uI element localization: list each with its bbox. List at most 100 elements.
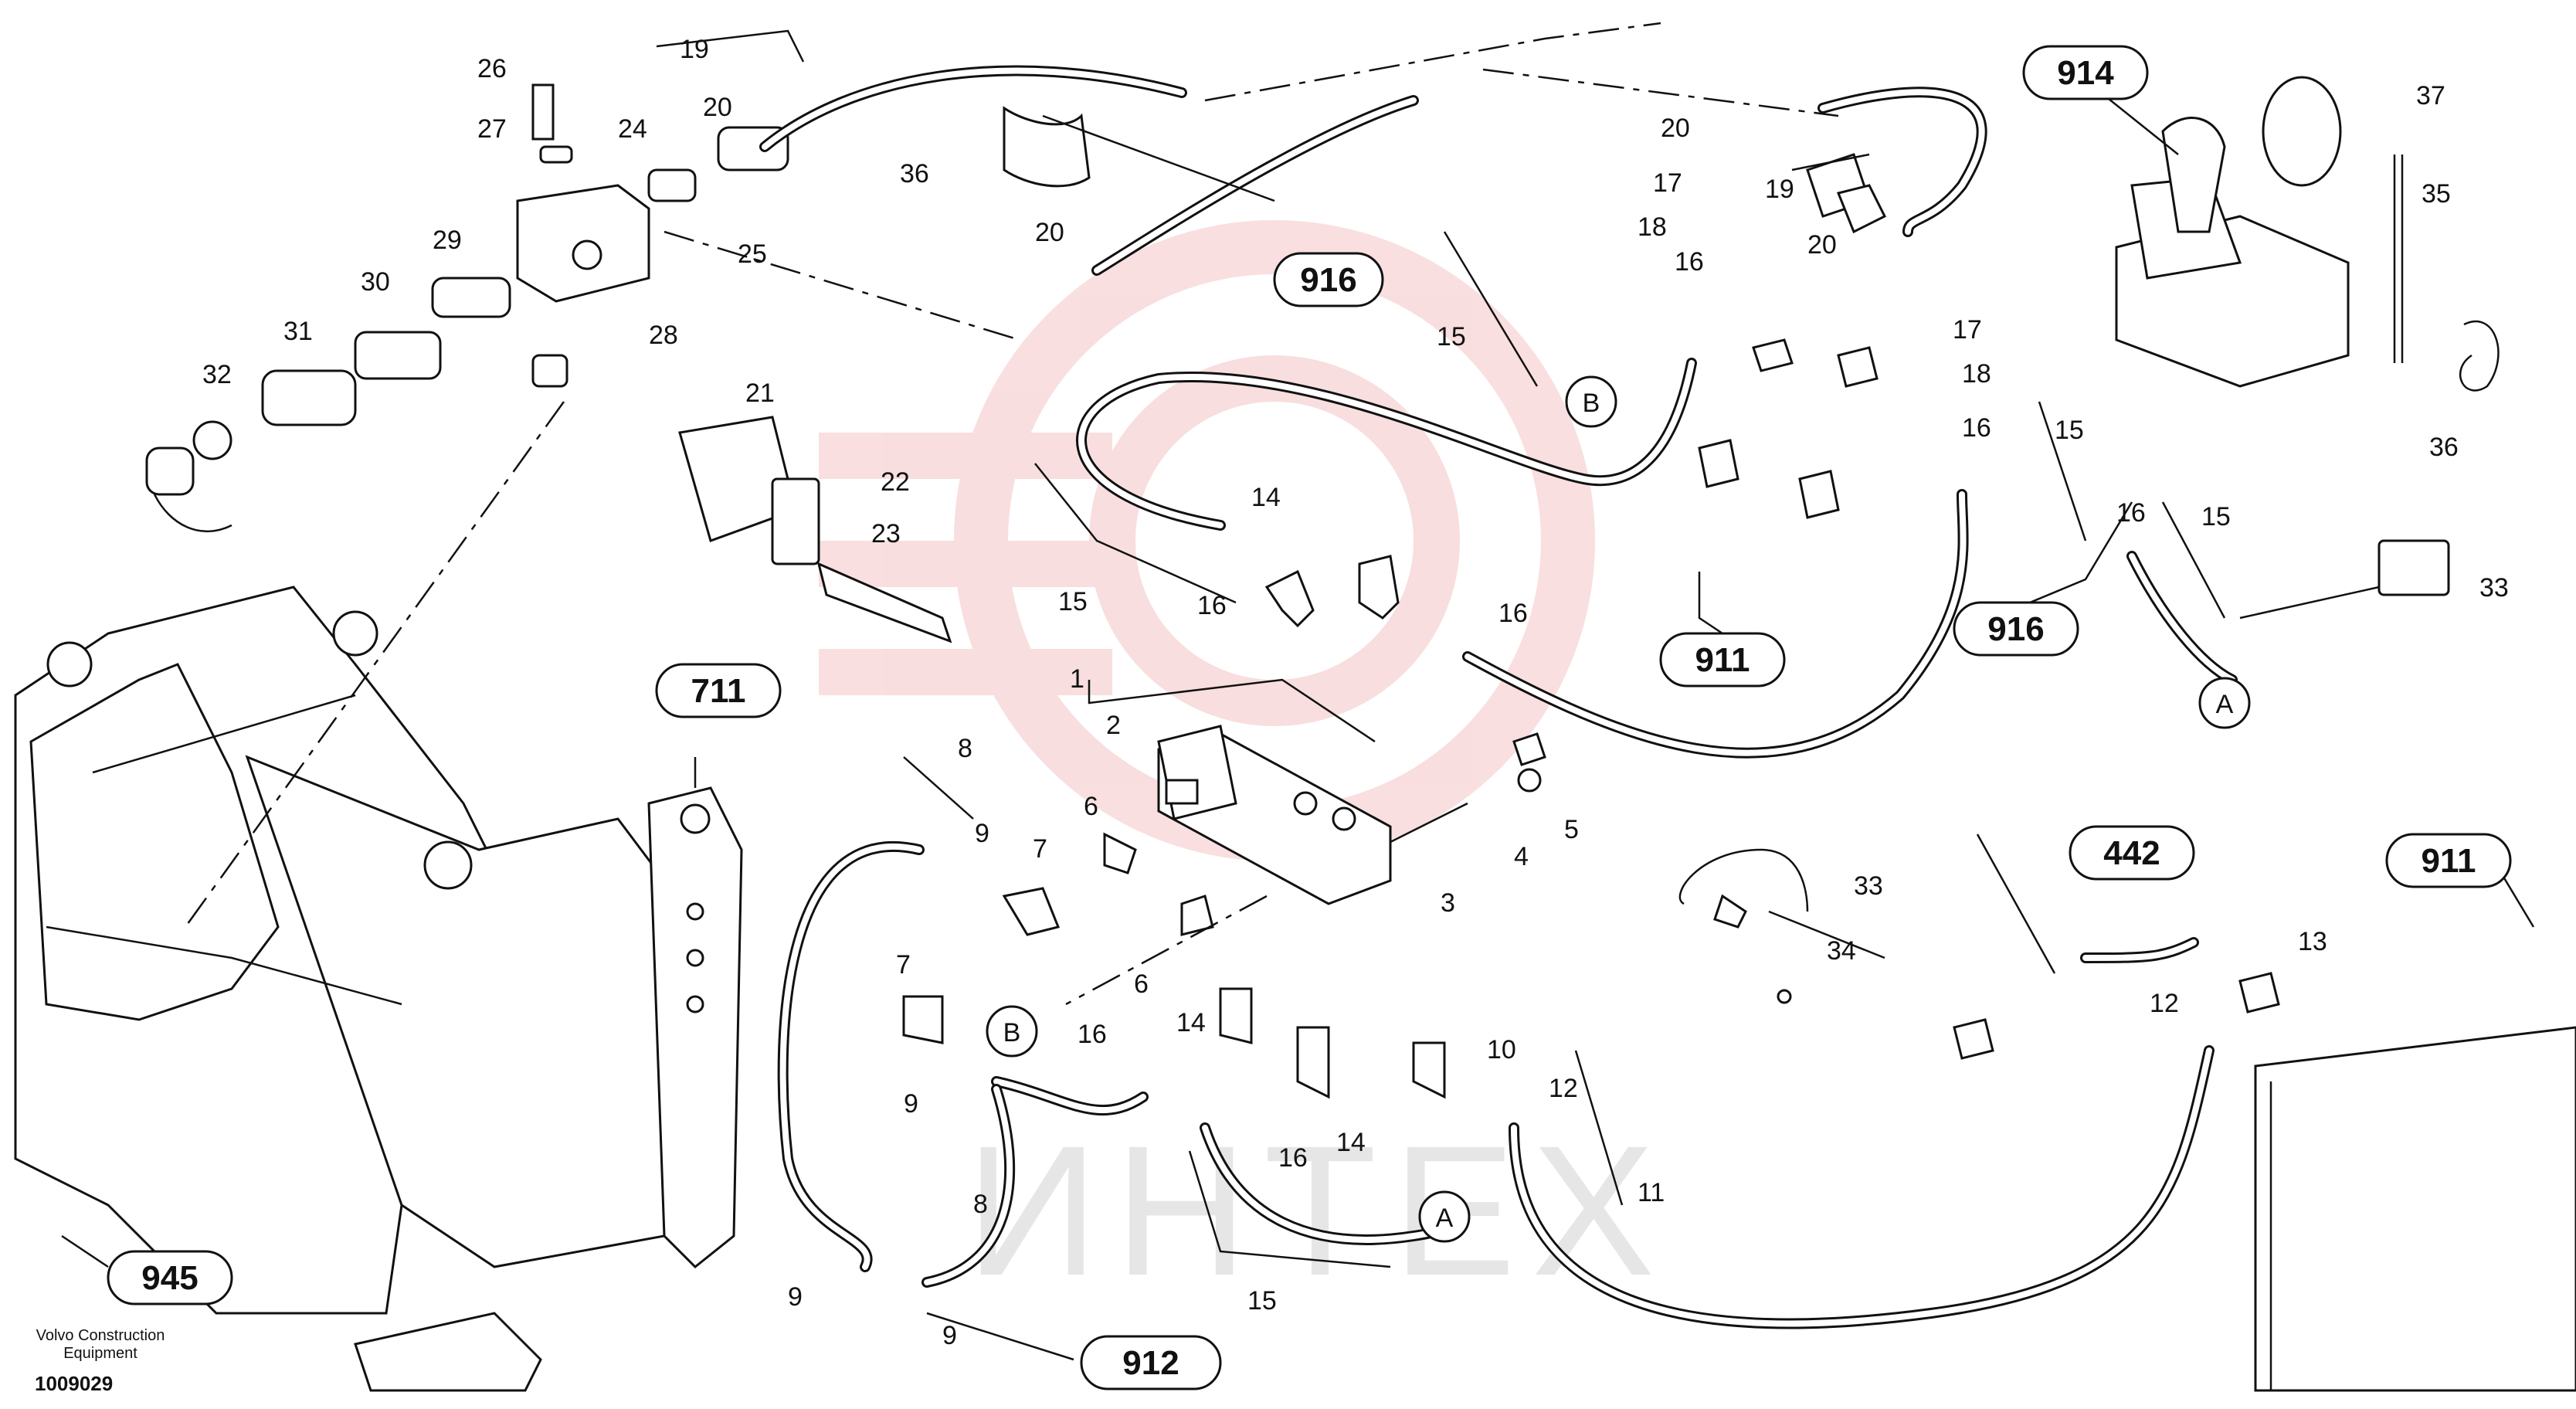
part-number: 18 (1638, 212, 1667, 242)
part-number: 33 (1854, 871, 1883, 901)
part-number: 27 (477, 114, 507, 144)
group-label-text: 945 (141, 1259, 198, 1297)
part-numbers: 26 27 24 20 19 25 29 30 31 32 28 36 20 2… (202, 35, 2509, 1350)
part-number: 18 (1962, 359, 1991, 389)
part-number: 16 (1197, 591, 1227, 620)
group-label-text: 911 (2422, 842, 2476, 880)
group-label-text: 912 (1122, 1344, 1179, 1382)
part-number: 14 (1176, 1008, 1206, 1037)
part-number: 6 (1134, 969, 1149, 999)
part-number: 25 (738, 239, 767, 269)
group-label-pill (1953, 601, 2079, 657)
drawing-caption: Volvo Construction Equipment 1009029 (35, 1327, 165, 1395)
part-number: 35 (2422, 179, 2451, 209)
part-number: 16 (1078, 1020, 1107, 1049)
part-number: 31 (283, 317, 313, 346)
part-number: 30 (361, 267, 390, 297)
group-label-pill (1659, 632, 1786, 688)
part-number: 15 (2055, 416, 2084, 445)
part-number: 14 (1336, 1128, 1366, 1157)
part-number: 28 (649, 321, 678, 350)
part-number: 20 (1807, 230, 1837, 260)
part-number: 15 (1247, 1286, 1277, 1316)
connection-label: B (1003, 1018, 1021, 1047)
part-number: 2 (1106, 711, 1121, 740)
group-label-text: 916 (1300, 261, 1356, 299)
group-label-pill (1273, 252, 1384, 307)
company-name-line1: Volvo Construction (36, 1327, 165, 1344)
part-number: 16 (1675, 247, 1704, 277)
part-number: 9 (788, 1282, 803, 1312)
part-number: 17 (1953, 315, 1982, 345)
group-label-pill (107, 1250, 233, 1305)
part-number: 13 (2298, 927, 2327, 956)
part-number: 11 (1638, 1178, 1665, 1207)
part-number: 15 (1437, 322, 1466, 351)
group-label-text: 911 (1695, 641, 1750, 679)
group-labels: 916 911 914 916 711 442 911 945 912 (107, 45, 2512, 1390)
part-number: 14 (1251, 483, 1281, 512)
group-label-text: 711 (691, 672, 746, 710)
part-number: 7 (896, 950, 911, 980)
part-number: 37 (2416, 81, 2445, 110)
part-number: 33 (2479, 573, 2509, 603)
part-number: 10 (1487, 1035, 1516, 1064)
part-number: 3 (1441, 888, 1455, 918)
part-number: 16 (1498, 599, 1528, 628)
drawing-number: 1009029 (35, 1372, 113, 1395)
hoses (759, 65, 2238, 1329)
part-number: 20 (1661, 114, 1690, 143)
part-number: 36 (2429, 433, 2459, 462)
part-number: 15 (2201, 502, 2231, 531)
connection-markers: B A B A (986, 375, 2251, 1243)
part-number: 19 (1765, 175, 1794, 204)
part-number: 29 (433, 226, 462, 255)
part-number: 7 (1033, 834, 1047, 864)
connection-label: A (1436, 1204, 1454, 1233)
part-number: 20 (1035, 218, 1064, 247)
part-number: 22 (881, 467, 910, 497)
group-label-pill (2385, 833, 2512, 888)
part-number: 26 (477, 54, 507, 83)
part-number: 9 (975, 819, 989, 848)
coupling-block-assembly (145, 83, 1091, 643)
part-number: 20 (703, 93, 732, 122)
part-number: 15 (1058, 587, 1088, 616)
part-number: 24 (618, 114, 647, 144)
company-name-line2: Equipment (63, 1345, 137, 1362)
group-label-text: 914 (2057, 54, 2114, 92)
connection-label: A (2216, 690, 2234, 719)
group-label-text: 442 (2103, 834, 2160, 872)
part-number: 16 (1962, 413, 1991, 443)
part-number: 16 (1278, 1143, 1308, 1173)
part-number: 9 (904, 1089, 918, 1119)
part-number: 8 (958, 734, 972, 763)
part-number: 17 (1653, 168, 1682, 198)
part-number: 32 (202, 360, 232, 389)
group-label-pill (1080, 1335, 1222, 1390)
part-number: 5 (1564, 815, 1579, 844)
valve-block (902, 555, 1747, 1099)
part-number: 12 (2150, 989, 2179, 1018)
group-label-pill (2069, 825, 2195, 881)
part-number: 23 (871, 519, 901, 548)
loader-frame (14, 586, 743, 1392)
reference-lines (184, 22, 1839, 1006)
connection-label: B (1583, 389, 1600, 418)
group-label-pill (2022, 45, 2149, 100)
part-number: 34 (1827, 936, 1856, 966)
part-number: 21 (745, 379, 775, 408)
group-label-text: 916 (1987, 610, 2044, 648)
part-number: 16 (2116, 498, 2146, 528)
part-number: 1 (1070, 664, 1084, 694)
part-number: 9 (942, 1321, 957, 1350)
joystick-assembly (1698, 76, 2576, 1392)
group-label-pill (655, 663, 782, 718)
part-number: 6 (1084, 792, 1098, 821)
part-number: 8 (973, 1190, 988, 1219)
part-number: 19 (680, 35, 709, 64)
part-number: 36 (900, 159, 929, 188)
part-number: 4 (1514, 842, 1529, 871)
part-number: 12 (1549, 1074, 1578, 1103)
